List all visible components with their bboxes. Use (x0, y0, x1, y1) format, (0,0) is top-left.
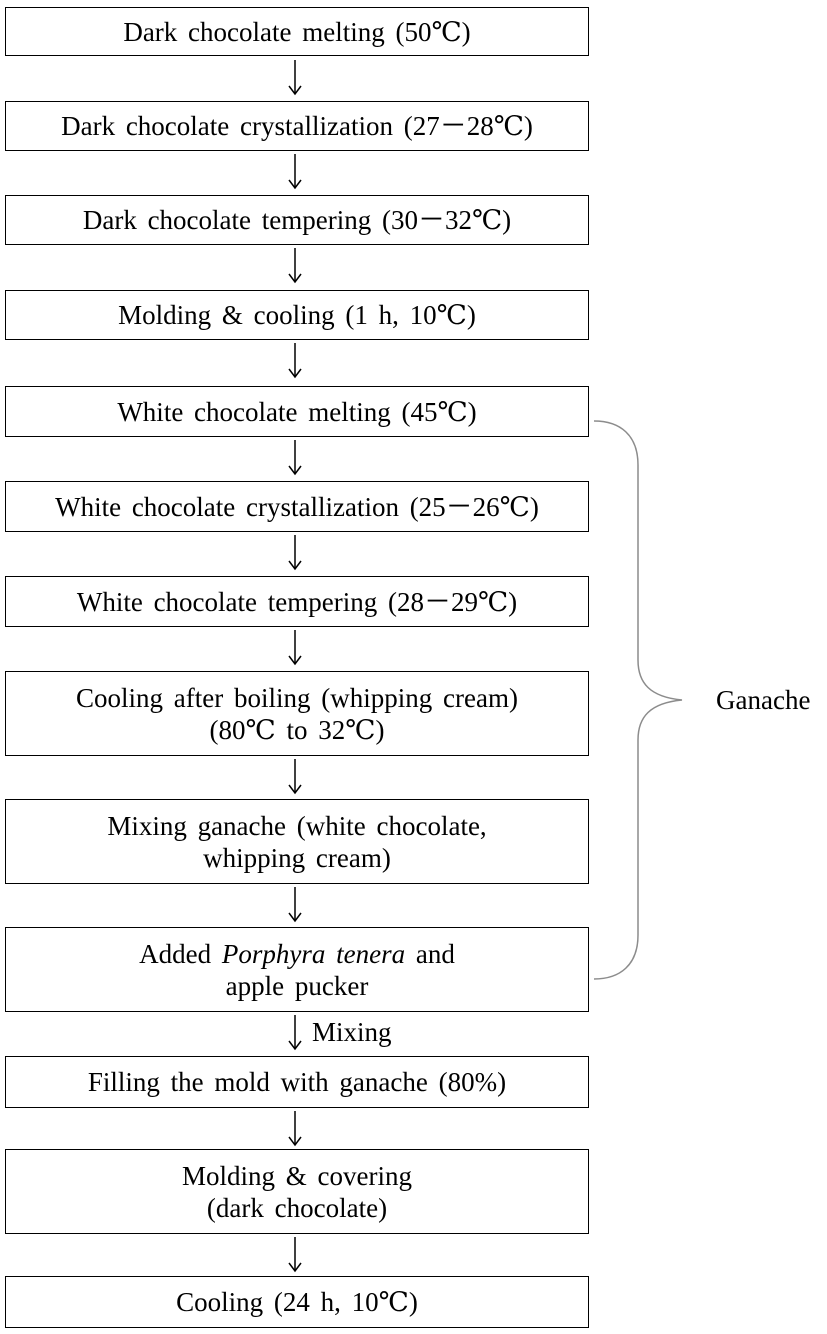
step-text: (80℃ to 32℃) (209, 714, 385, 745)
step-text: Dark chocolate crystallization (27－28℃) (61, 111, 533, 141)
step-text: Mixing ganache (white chocolate, (107, 810, 487, 841)
step-box-molding-covering: Molding & covering (dark chocolate) (5, 1149, 589, 1234)
step-box-mixing-ganache: Mixing ganache (white chocolate, whippin… (5, 799, 589, 884)
flow-arrow (283, 630, 307, 666)
flow-arrow (283, 343, 307, 379)
flow-arrow (283, 440, 307, 476)
step-text: whipping cream) (203, 842, 391, 873)
step-box-dark-melting: Dark chocolate melting (50℃) (5, 7, 589, 56)
step-text: Filling the mold with ganache (80%) (87, 1067, 507, 1097)
step-text: White chocolate crystallization (25－26℃) (55, 491, 539, 522)
flow-arrow (283, 60, 307, 96)
flow-arrow (283, 535, 307, 571)
step-box-filling-mold: Filling the mold with ganache (80%) (5, 1056, 589, 1108)
step-text: Dark chocolate melting (50℃) (123, 16, 471, 47)
flow-arrow (283, 1237, 307, 1273)
step-text: Molding & cooling (1 h, 10℃) (118, 300, 476, 330)
arrow-label-mixing: Mixing (312, 1017, 392, 1047)
flow-arrow (283, 759, 307, 795)
ganache-label: Ganache (716, 685, 811, 715)
flow-arrow (283, 154, 307, 190)
step-box-cooling-after-boiling: Cooling after boiling (whipping cream) (… (5, 671, 589, 756)
step-text: Added Porphyra tenera and (139, 938, 455, 969)
step-text: Cooling (24 h, 10℃) (176, 1287, 418, 1317)
step-text: Dark chocolate tempering (30－32℃) (82, 205, 512, 235)
step-text: White chocolate melting (45℃) (117, 396, 477, 427)
flow-arrow (283, 1015, 307, 1051)
step-box-white-crystallization: White chocolate crystallization (25－26℃) (5, 481, 589, 532)
step-box-dark-crystallization: Dark chocolate crystallization (27－28℃) (5, 101, 589, 151)
step-text: White chocolate tempering (28－29℃) (76, 586, 518, 617)
step-text: Cooling after boiling (whipping cream) (76, 682, 518, 713)
step-box-dark-tempering: Dark chocolate tempering (30－32℃) (5, 195, 589, 245)
step-box-added-porphyra: Added Porphyra tenera and apple pucker (5, 927, 589, 1012)
step-box-molding-cooling: Molding & cooling (1 h, 10℃) (5, 290, 589, 340)
step-box-white-tempering: White chocolate tempering (28－29℃) (5, 576, 589, 627)
step-box-final-cooling: Cooling (24 h, 10℃) (5, 1276, 589, 1328)
step-text: Molding & covering (182, 1160, 412, 1191)
step-box-white-melting: White chocolate melting (45℃) (5, 386, 589, 437)
ganache-brace (590, 415, 690, 990)
flow-arrow (283, 1111, 307, 1147)
flow-arrow (283, 887, 307, 923)
flow-arrow (283, 248, 307, 284)
step-text: (dark chocolate) (206, 1192, 388, 1223)
step-text: apple pucker (225, 970, 369, 1001)
